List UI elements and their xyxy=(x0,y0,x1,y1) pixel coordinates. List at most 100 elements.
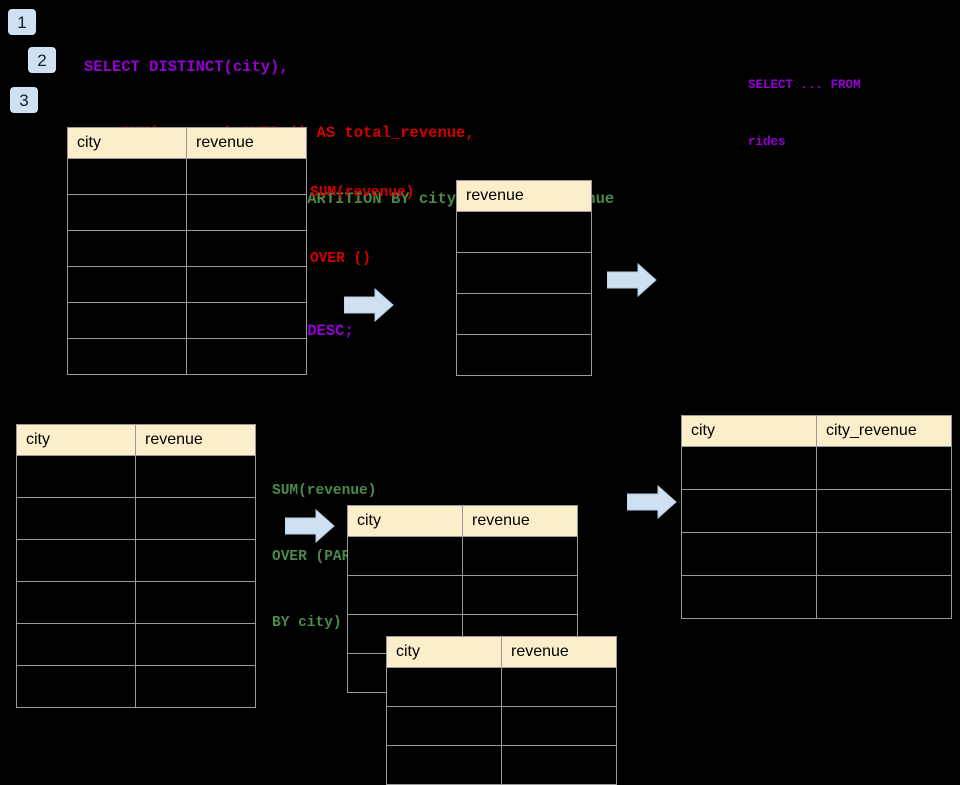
cell-city xyxy=(67,230,187,267)
diagram-canvas: 1 2 3 SELECT DISTINCT(city), SUM(revenue… xyxy=(8,9,952,785)
table-row xyxy=(456,211,592,253)
table-row xyxy=(681,532,952,576)
cell-city xyxy=(67,194,187,231)
cell-city xyxy=(681,532,817,576)
column-header-revenue: revenue xyxy=(186,127,307,159)
annotation-over-partition: SUM(revenue) OVER (PARTITION BY city) xyxy=(272,436,403,678)
table-row xyxy=(67,230,307,267)
table-row xyxy=(456,252,592,294)
cell-revenue xyxy=(135,665,256,708)
table-row xyxy=(681,446,952,490)
cell-city xyxy=(16,623,136,666)
column-header-revenue: revenue xyxy=(456,180,592,212)
cell-city xyxy=(347,575,463,615)
cell-revenue xyxy=(186,194,307,231)
arrow-right-icon xyxy=(343,287,394,323)
table-row xyxy=(67,194,307,231)
table-row xyxy=(67,302,307,339)
column-header-city: city xyxy=(347,505,463,537)
arrow-right-icon xyxy=(284,508,335,544)
table-row xyxy=(16,455,256,498)
cell-revenue xyxy=(135,623,256,666)
cell-city xyxy=(16,665,136,708)
cell-city xyxy=(681,489,817,533)
cell-revenue xyxy=(456,293,592,335)
table-header-row: revenue xyxy=(456,180,592,212)
column-header-revenue: revenue xyxy=(501,636,617,668)
table-source-bottom: city revenue xyxy=(16,424,256,708)
step-badge-1-label: 1 xyxy=(17,12,27,32)
step-badge-2-label: 2 xyxy=(37,50,47,70)
column-header-revenue: revenue xyxy=(462,505,578,537)
cell-city xyxy=(67,302,187,339)
table-row xyxy=(386,745,617,785)
table-row xyxy=(681,575,952,619)
annotation-over-partition-line-3: BY city) xyxy=(272,615,342,631)
table-total-revenue: revenue xyxy=(456,180,592,376)
arrow-bottom-left xyxy=(284,508,335,548)
cell-city-revenue xyxy=(816,489,952,533)
table-row xyxy=(16,623,256,666)
table-header-row: city revenue xyxy=(347,505,578,537)
cell-city xyxy=(681,446,817,490)
table-row xyxy=(16,497,256,540)
arrow-bottom-right xyxy=(626,484,677,524)
table-row xyxy=(16,581,256,624)
table-row xyxy=(16,665,256,708)
cell-city-revenue xyxy=(816,575,952,619)
cell-city xyxy=(67,158,187,195)
cell-revenue xyxy=(186,302,307,339)
table-row xyxy=(347,536,578,576)
annotation-over-empty-line-2: OVER () xyxy=(310,251,371,267)
cell-revenue xyxy=(135,497,256,540)
step-badge-2: 2 xyxy=(28,47,56,73)
cell-revenue xyxy=(501,706,617,746)
side-note-select-from: SELECT ... FROM rides xyxy=(748,38,861,190)
cell-revenue xyxy=(135,581,256,624)
step-badge-1: 1 xyxy=(8,9,36,35)
table-header-row: city revenue xyxy=(16,424,256,456)
column-header-city: city xyxy=(681,415,817,447)
cell-revenue xyxy=(186,230,307,267)
cell-city-revenue xyxy=(816,532,952,576)
cell-city xyxy=(16,455,136,498)
step-badge-3-label: 3 xyxy=(19,90,29,110)
table-header-row: city revenue xyxy=(386,636,617,668)
cell-city xyxy=(347,536,463,576)
arrow-top-right xyxy=(606,262,657,302)
cell-revenue xyxy=(462,536,578,576)
table-row xyxy=(67,158,307,195)
cell-city xyxy=(16,539,136,582)
table-row xyxy=(386,667,617,707)
step-badge-3: 3 xyxy=(10,87,38,113)
table-partition-front: city revenue xyxy=(386,636,617,785)
arrow-right-icon xyxy=(626,484,677,520)
cell-revenue xyxy=(456,252,592,294)
table-row xyxy=(456,334,592,376)
side-note-line-1: SELECT ... FROM xyxy=(748,78,861,92)
table-header-row: city city_revenue xyxy=(681,415,952,447)
column-header-city-revenue: city_revenue xyxy=(816,415,952,447)
cell-revenue xyxy=(135,455,256,498)
cell-city xyxy=(16,497,136,540)
column-header-city: city xyxy=(67,127,187,159)
table-result: city city_revenue xyxy=(681,415,952,619)
arrow-right-icon xyxy=(606,262,657,298)
cell-revenue xyxy=(462,575,578,615)
cell-revenue xyxy=(186,338,307,375)
column-header-revenue: revenue xyxy=(135,424,256,456)
table-row xyxy=(67,338,307,375)
arrow-top-left xyxy=(343,287,394,327)
cell-revenue xyxy=(186,266,307,303)
cell-revenue xyxy=(135,539,256,582)
table-row xyxy=(386,706,617,746)
cell-revenue xyxy=(501,667,617,707)
cell-city xyxy=(681,575,817,619)
side-note-line-2: rides xyxy=(748,135,786,149)
column-header-city: city xyxy=(16,424,136,456)
table-row xyxy=(16,539,256,582)
cell-revenue xyxy=(456,211,592,253)
table-source-top: city revenue xyxy=(67,127,307,375)
table-row xyxy=(456,293,592,335)
cell-city xyxy=(386,745,502,785)
